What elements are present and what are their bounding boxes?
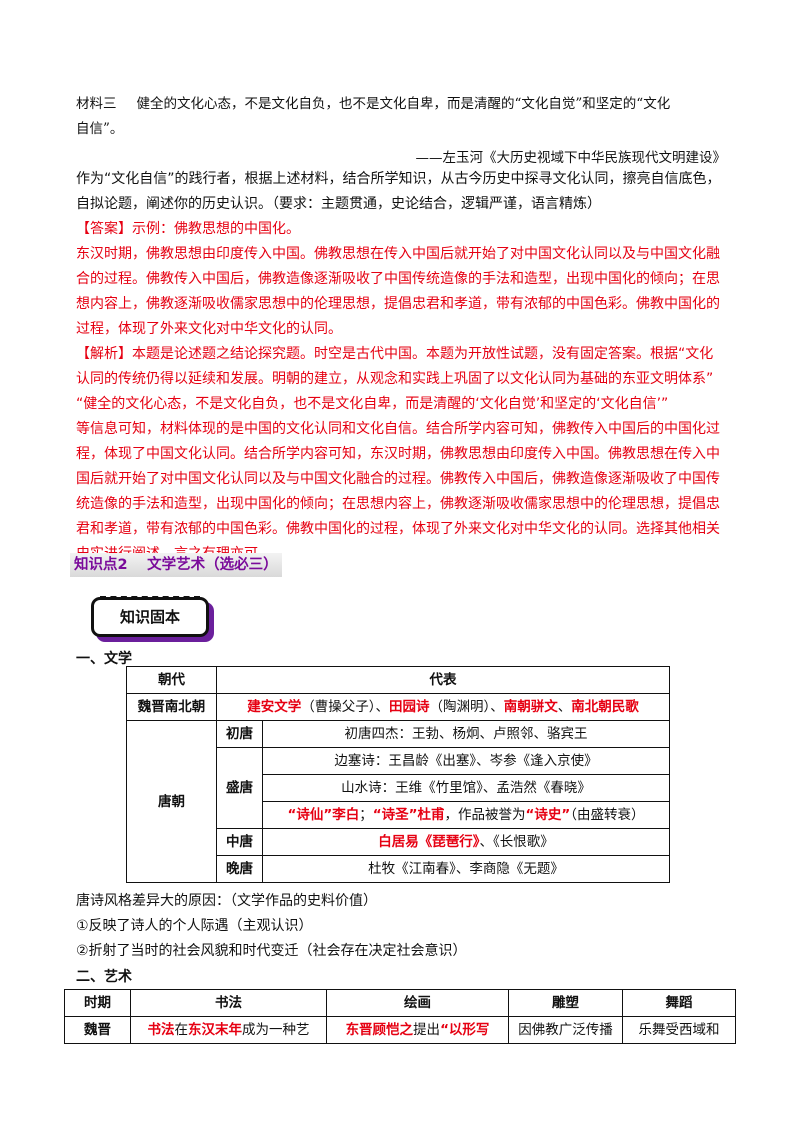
calligraphy-term: 书法 [147, 1022, 175, 1038]
calligraphy-rest: 成为一种艺 [242, 1022, 310, 1038]
answer-line: 过程，体现了外来文化对中华文化的认同。 [76, 321, 342, 337]
material-three-line2: 自信”。 [76, 121, 124, 137]
poet-immortal: “诗仙”李白 [287, 807, 360, 823]
analysis-line: 君和孝道，带有浓郁的中国色彩。佛教中国化的过程，体现了外来文化对中华文化的认同。… [76, 521, 720, 537]
table-row: “诗仙”李白；“诗圣”杜甫，作品被誉为“诗史”（由盛转衰） [127, 801, 670, 829]
late-tang-representative: 杜牧《江南春》、李商隐《无题》 [262, 855, 670, 883]
painting-theory: “以形写 [440, 1022, 490, 1038]
early-tang-representative: 初唐四杰：王勃、杨炯、卢照邻、骆宾王 [262, 720, 670, 748]
analysis-line: 等信息可知，材料体现的是中国的文化认同和文化自信。结合所学内容可知，佛教传入中国… [76, 421, 720, 437]
period-early-tang: 初唐 [216, 720, 263, 748]
analysis-line: 认同的传统仍得以延续和发展。明朝的建立，从观念和实践上巩固了以文化认同为基础的东… [76, 371, 714, 387]
table-row: 唐朝 初唐 初唐四杰：王勃、杨炯、卢照邻、骆宾王 [126, 720, 670, 883]
header-period: 时期 [64, 989, 131, 1017]
li-bai-du-fu: “诗仙”李白；“诗圣”杜甫，作品被誉为“诗史”（由盛转衰） [262, 801, 670, 829]
connector: 在 [174, 1022, 189, 1038]
question-line1: 作为“文化自信”的践行者，根据上述材料，结合所学知识，从古今历史中探寻文化认同，… [76, 171, 721, 187]
note-line: ①反映了诗人的个人际遇（主观认识） [76, 918, 313, 934]
note-line: 唐诗风格差异大的原因：（文学作品的史料价值） [76, 893, 377, 909]
table-row: 魏晋南北朝 建安文学（曹操父子）、田园诗（陶渊明）、南朝骈文、南北朝民歌 [126, 693, 670, 721]
answer-head: 【答案】示例：佛教思想的中国化。 [76, 217, 726, 242]
analysis-line: 国后就开始了对中国文化认同以及与中国文化融合的过程。佛教传入中国后，佛教造像逐渐… [76, 471, 720, 487]
decline-note: （由盛转衰） [570, 807, 645, 823]
pastoral-poetry: 田园诗 [389, 699, 430, 715]
dance-cell: 乐舞受西域和 [622, 1016, 736, 1044]
period-wei-jin: 魏晋 [64, 1016, 131, 1044]
knowledge-badge: 知识固本 [91, 596, 213, 639]
material-source: ——左玉河《大历史视域下中华民族现代文明建设》 [415, 150, 727, 166]
dynasty-wei-jin: 魏晋南北朝 [126, 693, 217, 721]
badge-label: 知识固本 [119, 608, 180, 626]
bai-juyi-pipa: 白居易《琵琶行》 [378, 834, 480, 850]
cao-note: （曹操父子）、 [301, 699, 389, 715]
header-dance: 舞蹈 [622, 989, 736, 1017]
mid-tang-representative: 白居易《琵琶行》、《长恨歌》 [262, 828, 670, 856]
note-line: ②折射了当时的社会风貌和时代变迁（社会存在决定社会意识） [76, 943, 467, 959]
jian-an-literature: 建安文学 [247, 699, 302, 715]
knowledge-point-heading: 知识点2 文学艺术（选必三） [70, 553, 282, 577]
poet-history: “诗史” [525, 807, 571, 823]
answer-line: 合的过程。佛教传入中国后，佛教造像逐渐吸收了中国传统造像的手法和造型，出现中国化… [76, 271, 720, 287]
gu-kaizhi: 东晋顾恺之 [345, 1022, 414, 1038]
material-label: 材料三 [76, 96, 117, 112]
table-row: 魏晋 书法在东汉末年成为一种艺 东晋顾恺之提出“以形写 因佛教广泛传播 乐舞受西… [64, 1016, 736, 1044]
analysis-tag: 【解析】 [76, 346, 132, 362]
table-row: 盛唐 边塞诗：王昌龄《出塞》、岑参《逢入京使》 [127, 747, 670, 829]
analysis-line: 程，体现了中国文化认同。结合所学内容可知，东汉时期，佛教思想由印度传入中国。佛教… [76, 446, 720, 462]
separator: 、 [557, 699, 572, 715]
answer-topic: 示例：佛教思想的中国化。 [132, 221, 300, 237]
connector: 提出 [413, 1022, 441, 1038]
answer-line: 想内容上，佛教逐渐吸收儒家思想中的伦理思想，提倡忠君和孝道，带有浓郁的中国色彩。… [76, 296, 720, 312]
analysis-line: “健全的文化心态，不是文化自负，也不是文化自卑，而是清醒的‘文化自觉’和坚定的‘… [76, 396, 669, 412]
tao-note: （陶渊明）、 [429, 699, 504, 715]
table-header-row: 朝代 代表 [126, 666, 670, 694]
landscape-poetry: 山水诗：王维《竹里馆》、孟浩然《春晓》 [262, 774, 670, 802]
section-art-title: 二、艺术 [76, 969, 132, 985]
analysis-line: 统造像的手法和造型，出现中国化的倾向；在思想内容上，佛教逐渐吸收儒家思想中的伦理… [76, 496, 720, 512]
header-sculpture: 雕塑 [508, 989, 623, 1017]
material-three-line1: 材料三 健全的文化心态，不是文化自负，也不是文化自卑，而是清醒的“文化自觉”和坚定… [76, 92, 726, 117]
answer-tag: 【答案】 [76, 221, 132, 237]
calligraphy-cell: 书法在东汉末年成为一种艺 [130, 1016, 327, 1044]
header-painting: 绘画 [326, 989, 509, 1017]
table-row: 山水诗：王维《竹里馆》、孟浩然《春晓》 [127, 774, 670, 802]
analysis-head: 【解析】本题是论述题之结论探究题。时空是古代中国。本题为开放性试题，没有固定答案… [76, 342, 726, 367]
folk-songs: 南北朝民歌 [571, 699, 639, 715]
question-line2: 自拟论题，阐述你的历史认识。（要求：主题贯通，史论结合，逻辑严谨，语言精炼） [76, 196, 601, 212]
badge-decoration [100, 596, 200, 602]
header-dynasty: 朝代 [126, 666, 217, 694]
period-mid-tang: 中唐 [216, 828, 263, 856]
table-row: 晚唐 杜牧《江南春》、李商隐《无题》 [127, 855, 670, 883]
material-text: 健全的文化心态，不是文化自负，也不是文化自卑，而是清醒的“文化自觉”和坚定的“文… [136, 96, 671, 112]
period-high-tang: 盛唐 [216, 747, 263, 829]
wei-jin-representative: 建安文学（曹操父子）、田园诗（陶渊明）、南朝骈文、南北朝民歌 [216, 693, 670, 721]
southern-pianwen: 南朝骈文 [503, 699, 558, 715]
poet-sage: “诗圣”杜甫 [372, 807, 445, 823]
dynasty-tang: 唐朝 [126, 720, 217, 883]
section-literature-title: 一、文学 [76, 651, 132, 667]
period-late-tang: 晚唐 [216, 855, 263, 883]
answer-line: 东汉时期，佛教思想由印度传入中国。佛教思想在传入中国后就开始了对中国文化认同以及… [76, 246, 720, 262]
late-eastern-han: 东汉末年 [188, 1022, 242, 1038]
frontier-poetry: 边塞诗：王昌龄《出塞》、岑参《逢入京使》 [262, 747, 670, 775]
art-table: 时期 书法 绘画 雕塑 舞蹈 魏晋 书法在东汉末年成为一种艺 东晋顾恺之提出“以… [64, 989, 736, 1044]
header-calligraphy: 书法 [130, 989, 327, 1017]
painting-cell: 东晋顾恺之提出“以形写 [326, 1016, 509, 1044]
table-header-row: 时期 书法 绘画 雕塑 舞蹈 [64, 989, 736, 1017]
sculpture-cell: 因佛教广泛传播 [508, 1016, 623, 1044]
praise-text: ，作品被誉为 [444, 807, 526, 823]
literature-table: 朝代 代表 魏晋南北朝 建安文学（曹操父子）、田园诗（陶渊明）、南朝骈文、南北朝… [126, 666, 670, 883]
separator: ； [359, 807, 373, 823]
analysis-first-line: 本题是论述题之结论探究题。时空是古代中国。本题为开放性试题，没有固定答案。根据“… [132, 346, 714, 362]
everlasting-regret: 、《长恨歌》 [479, 834, 554, 850]
header-representative: 代表 [216, 666, 670, 694]
